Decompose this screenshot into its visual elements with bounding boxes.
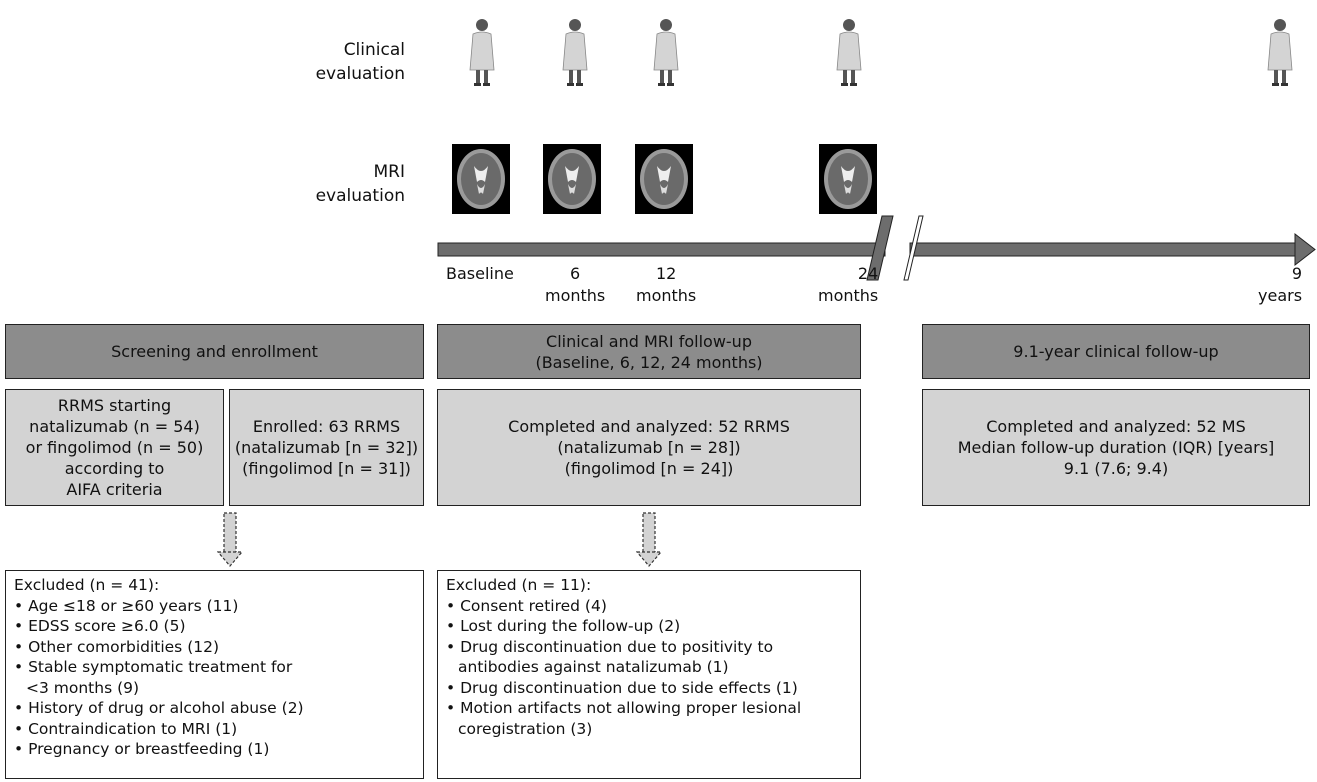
clinical-evaluation-label: Clinical evaluation [315,40,405,84]
dashed-down-arrow-icon [636,512,662,567]
phase-header-longterm: 9.1-year clinical follow-up [922,324,1310,379]
excluded-followup-box: Excluded (n = 11): Consent retired (4) L… [437,570,861,779]
doctor-figure-icon [1267,19,1293,86]
list-item: Drug discontinuation due to positivity t… [446,637,852,678]
excluded-enrollment-title: Excluded (n = 41): [14,576,160,594]
list-item: History of drug or alcohol abuse (2) [14,698,415,719]
list-item: Lost during the follow-up (2) [446,616,852,637]
doctor-figure-icon [836,19,862,86]
tick-baseline: Baseline [446,264,514,283]
brain-mri-scan-icon [635,144,693,214]
excluded-followup-title: Excluded (n = 11): [446,576,592,594]
list-item: Age ≤18 or ≥60 years (11) [14,596,415,617]
list-item: Consent retired (4) [446,596,852,617]
longterm-box: Completed and analyzed: 52 MS Median fol… [922,389,1310,506]
tick-6-months: 6 months [545,264,606,305]
list-item: Motion artifacts not allowing proper les… [446,698,852,739]
list-item: Contraindication to MRI (1) [14,719,415,740]
followup-box: Completed and analyzed: 52 RRMS (nataliz… [437,389,861,506]
list-item: Stable symptomatic treatment for <3 mont… [14,657,415,698]
brain-mri-scan-icon [452,144,510,214]
phase-header-screening: Screening and enrollment [5,324,424,379]
brain-mri-scan-icon [819,144,877,214]
list-item: EDSS score ≥6.0 (5) [14,616,415,637]
enrolled-box: Enrolled: 63 RRMS (natalizumab [n = 32])… [229,389,424,506]
screening-box: RRMS starting natalizumab (n = 54) or fi… [5,389,224,506]
list-item: Pregnancy or breastfeeding (1) [14,739,415,760]
doctor-figure-icon [562,19,588,86]
list-item: Drug discontinuation due to side effects… [446,678,852,699]
excluded-enrollment-box: Excluded (n = 41): Age ≤18 or ≥60 years … [5,570,424,779]
brain-mri-scan-icon [543,144,601,214]
tick-24-months: 24 months [818,264,879,305]
dashed-down-arrow-icon [217,512,243,567]
mri-evaluation-label: MRI evaluation [315,162,405,206]
doctor-figure-icon [469,19,495,86]
phase-header-followup: Clinical and MRI follow-up (Baseline, 6,… [437,324,861,379]
tick-9-years: 9 years [1258,264,1303,305]
tick-12-months: 12 months [636,264,697,305]
list-item: Other comorbidities (12) [14,637,415,658]
doctor-figure-icon [653,19,679,86]
timeline-arrow [437,215,1316,281]
